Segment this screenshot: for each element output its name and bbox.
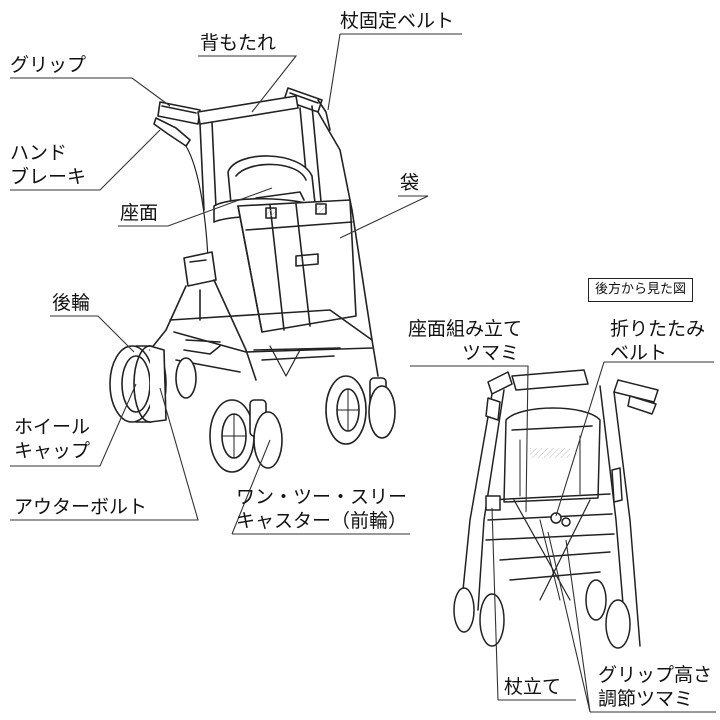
label-grip: グリップ: [10, 54, 87, 76]
leader-lines: [10, 33, 716, 713]
label-caster-line1: ワン・ツー・スリー: [236, 486, 408, 508]
label-cane-stand: 杖立て: [504, 676, 562, 698]
label-bag: 袋: [400, 172, 420, 194]
leader-seat-assembly: [410, 365, 529, 513]
front-caster-right: [325, 375, 396, 445]
label-hand-brake-line2: ブレーキ: [10, 166, 87, 188]
label-seat: 座面: [120, 202, 159, 224]
bag: [237, 191, 357, 333]
label-wheel-cap-line2: キャップ: [14, 440, 91, 462]
label-seat-assembly-line1: 座面組み立て: [408, 318, 523, 340]
label-cane-belt: 杖固定ベルト: [340, 10, 455, 32]
label-hand-brake-line1: ハンド: [10, 142, 68, 164]
left-grip: [153, 101, 201, 147]
leader-bag: [339, 195, 429, 239]
leader-hand-brake: [10, 129, 161, 191]
label-wheel-cap-line1: ホイール: [14, 416, 91, 438]
label-seat-assembly-line2: ツマミ: [462, 342, 520, 364]
leader-cane-stand: [491, 507, 576, 701]
leader-seat: [118, 187, 273, 227]
leader-grip-height: [547, 531, 716, 713]
rear-wheel: [109, 345, 167, 423]
label-fold-belt-line1: 折りたたみ: [610, 318, 706, 340]
leader-backrest: [198, 55, 298, 113]
label-backrest: 背もたれ: [200, 32, 277, 54]
label-outer-bolt: アウターボルト: [14, 496, 148, 518]
label-fold-belt-line2: ベルト: [610, 342, 668, 364]
main-walker: [109, 87, 396, 473]
label-grip-height-line2: 調節ツマミ: [598, 688, 694, 710]
leader-outer-bolt: [10, 387, 199, 521]
label-caster-line2: キャスター（前輪）: [236, 510, 408, 532]
leader-cane-belt: [327, 33, 462, 111]
leader-grip: [10, 77, 171, 107]
leader-fold-belt: [555, 361, 714, 517]
leader-caster: [231, 439, 410, 535]
leader-wheel-cap: [10, 383, 137, 467]
label-rear-wheel: 後輪: [52, 292, 91, 314]
rear-view-walker: [453, 369, 659, 649]
leader-rear-wheel: [50, 315, 135, 353]
backrest-bar: [197, 95, 299, 125]
label-grip-height-line1: グリップ高さ: [598, 664, 713, 686]
label-rear-view: 後方から見た図: [588, 278, 694, 302]
front-caster-left: [209, 399, 283, 473]
